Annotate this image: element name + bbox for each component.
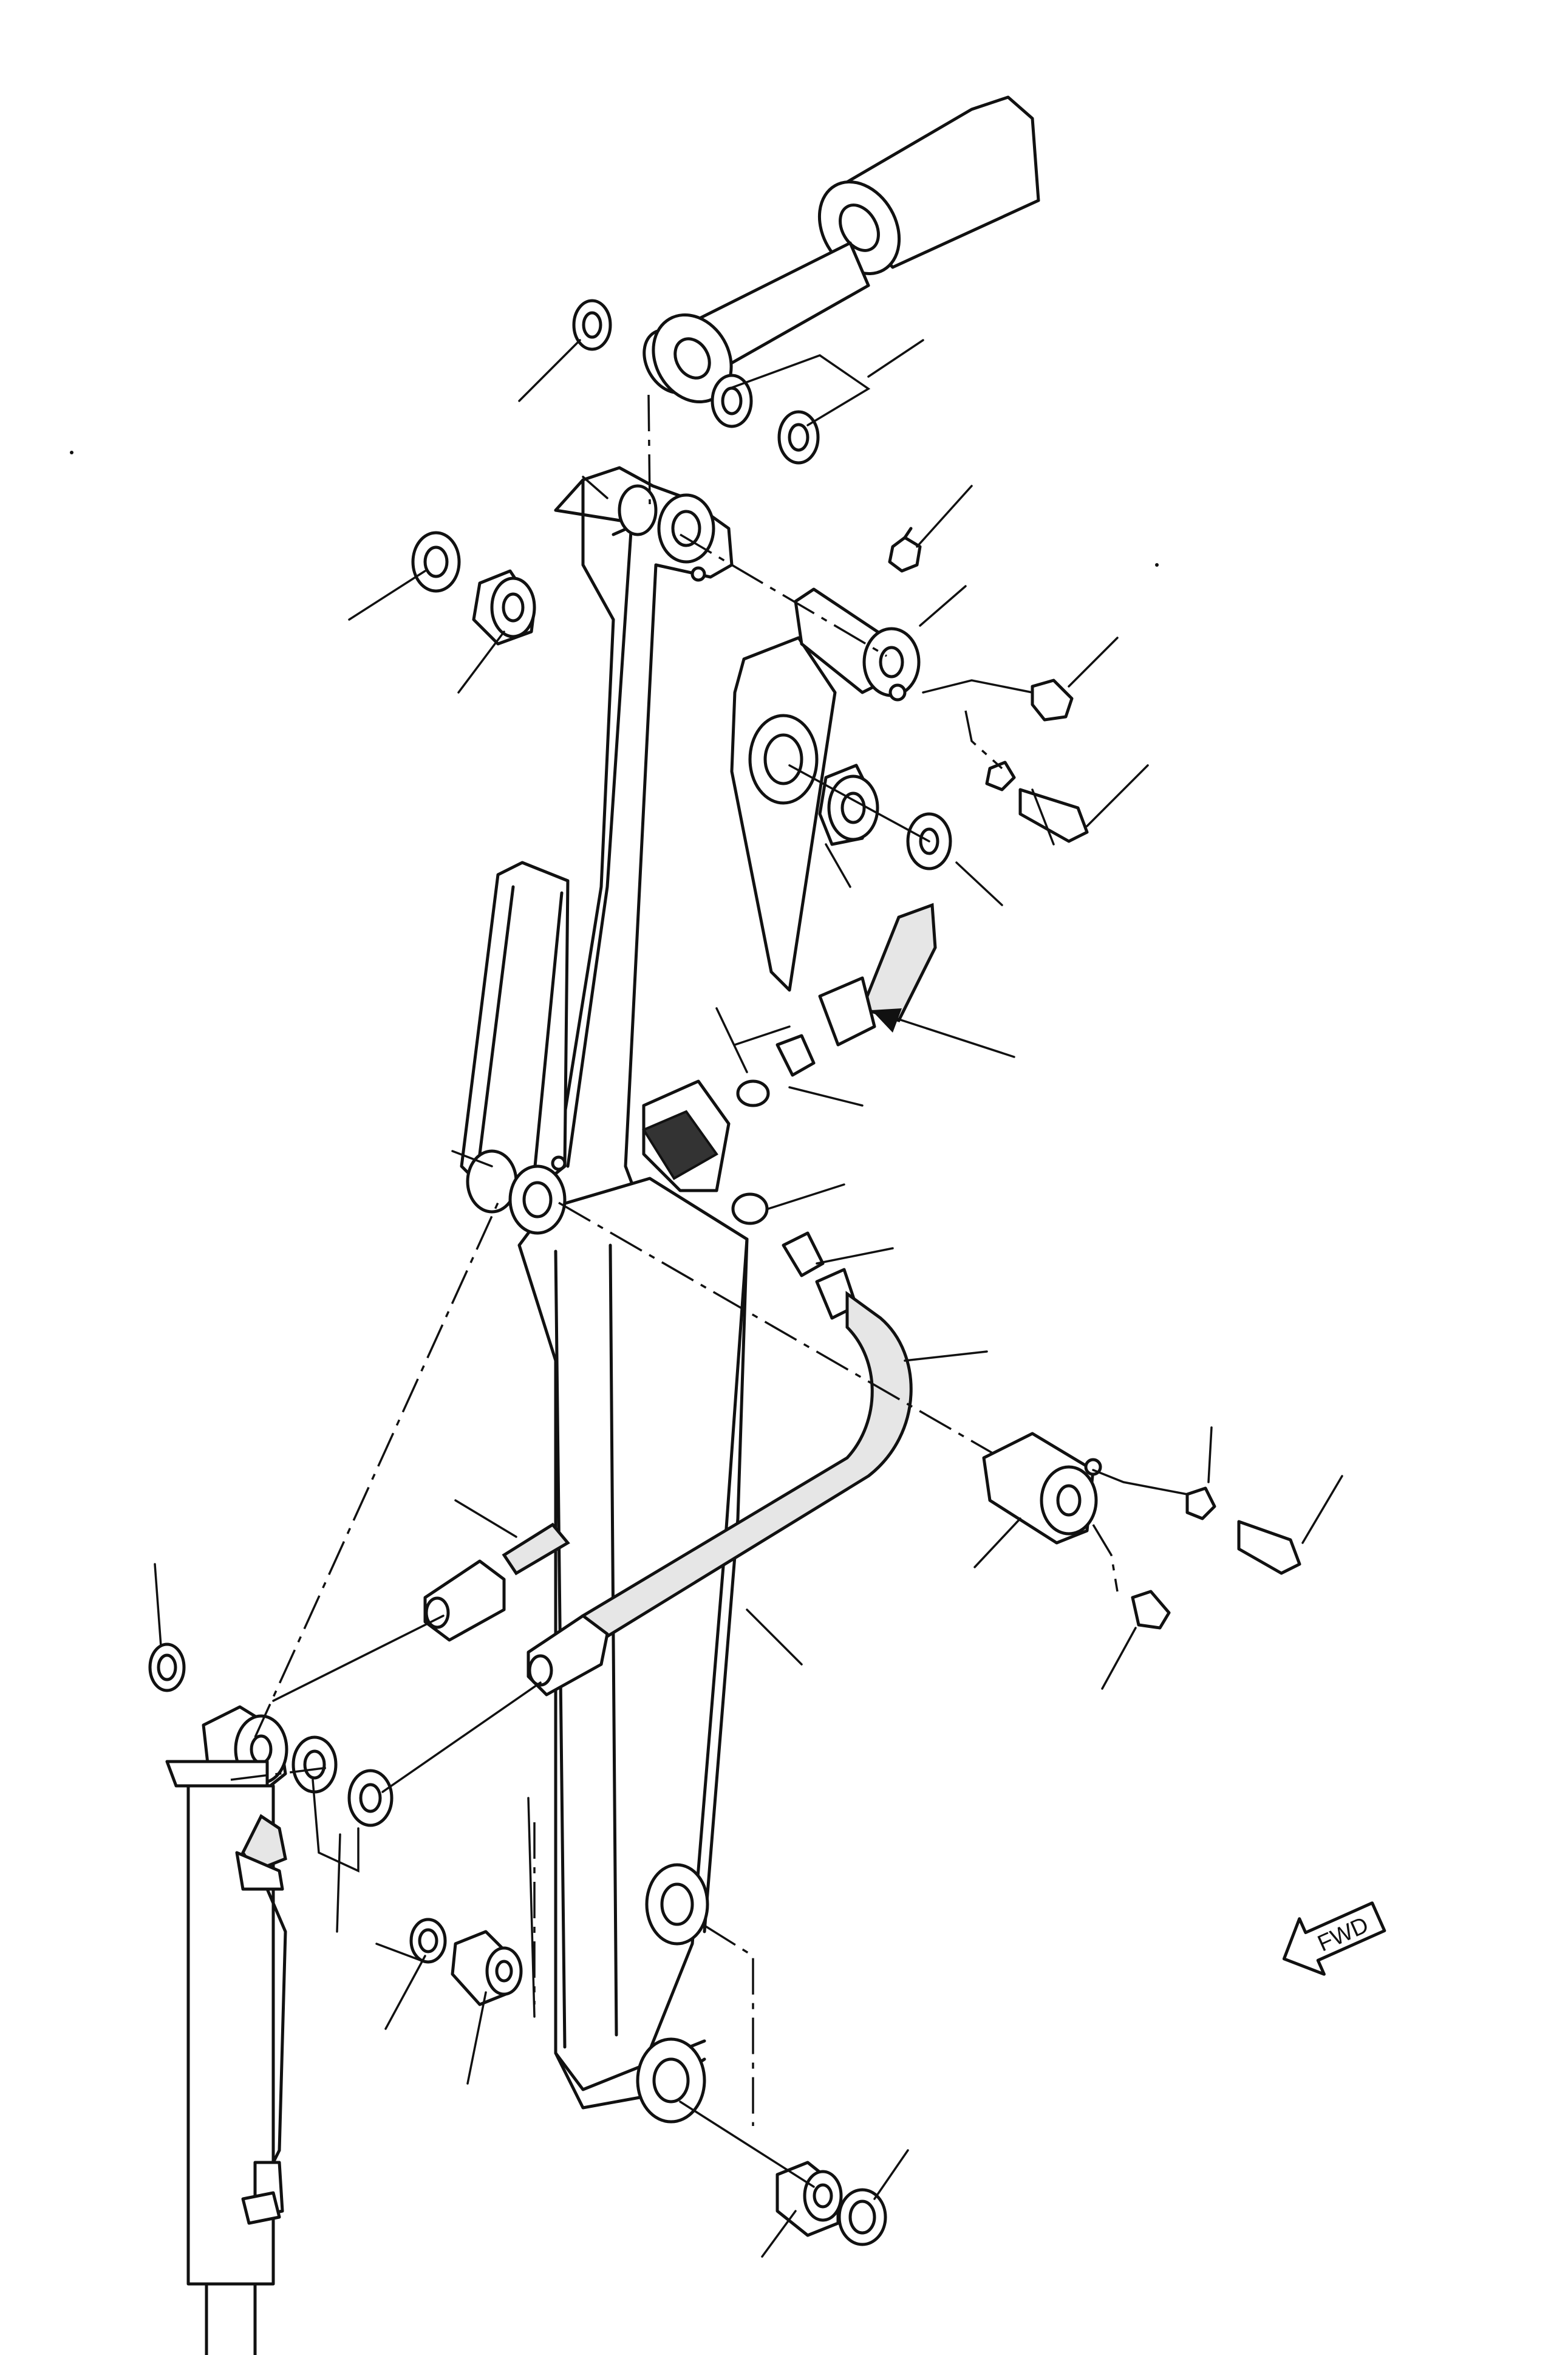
arm-cylinder <box>643 95 1040 404</box>
bucket-cylinder <box>148 1642 394 2355</box>
pin-bosses <box>466 484 715 2124</box>
center-lines <box>230 394 651 2018</box>
indicator-arrow <box>871 1008 1015 1058</box>
upper-pin-and-bushings <box>411 531 952 870</box>
fwd-arrow-icon: FWD <box>1282 1901 1386 1976</box>
hose-fittings-middle <box>558 903 1033 1642</box>
arm-body <box>460 466 837 2110</box>
lower-pin-right <box>982 1432 1301 1630</box>
grease-fittings-upper <box>888 527 1089 843</box>
lower-pins-bottom <box>409 1918 887 2246</box>
leader-lines <box>154 339 1343 2258</box>
lower-hose-straight <box>423 1522 609 1697</box>
cylinder-shims <box>572 299 871 465</box>
